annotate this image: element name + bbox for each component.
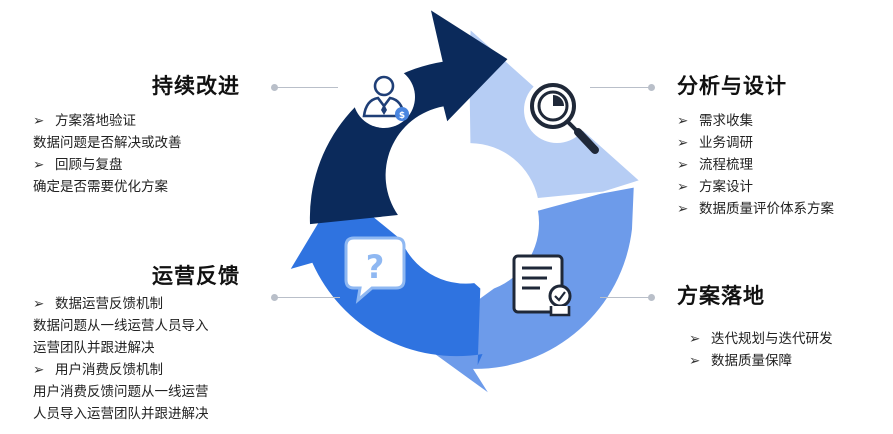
bullet-arrow-icon: ➢ bbox=[677, 179, 689, 195]
connector-dot-implementation bbox=[648, 293, 655, 301]
stage-title-analysis: 分析与设计 bbox=[677, 74, 787, 98]
bullet-item: ➢ 需求收集 bbox=[677, 110, 834, 132]
bullet-item: ➢ 迭代规划与迭代研发 bbox=[689, 328, 833, 350]
bullet-item: ➢ 回顾与复盘 bbox=[33, 154, 182, 176]
stage-list-implementation: ➢ 迭代规划与迭代研发 ➢ 数据质量保障 bbox=[689, 328, 833, 372]
bullet-arrow-icon: ➢ bbox=[689, 353, 701, 369]
stage-title-feedback: 运营反馈 bbox=[152, 264, 240, 288]
bullet-text: 业务调研 bbox=[699, 135, 753, 151]
description-text: 运营团队并跟进解决 bbox=[33, 340, 155, 356]
bullet-arrow-icon: ➢ bbox=[677, 157, 689, 173]
bullet-arrow-icon: ➢ bbox=[33, 362, 45, 378]
bullet-arrow-icon: ➢ bbox=[677, 135, 689, 151]
bullet-arrow-icon: ➢ bbox=[677, 201, 689, 217]
bullet-item: ➢ 数据质量评价体系方案 bbox=[677, 198, 834, 220]
connector-dot-improvement bbox=[271, 83, 278, 91]
bullet-arrow-icon: ➢ bbox=[677, 113, 689, 129]
connector-dot-feedback bbox=[271, 293, 278, 301]
bullet-item: ➢ 业务调研 bbox=[677, 132, 834, 154]
description-text: 数据问题是否解决或改善 bbox=[33, 135, 182, 151]
connector-line-analysis bbox=[590, 87, 652, 88]
stage-title-improvement: 持续改进 bbox=[152, 74, 240, 98]
connector-line-improvement bbox=[274, 87, 338, 88]
description-text: 数据问题从一线运营人员导入 bbox=[33, 318, 209, 334]
connector-line-implementation bbox=[600, 297, 652, 298]
description-text: 确定是否需要优化方案 bbox=[33, 179, 168, 195]
connector-line-feedback bbox=[274, 297, 340, 298]
connector-dot-analysis bbox=[648, 83, 655, 91]
description-text: 用户消费反馈问题从一线运营 bbox=[33, 384, 209, 400]
stage-title-implementation: 方案落地 bbox=[677, 284, 765, 308]
magnifier-pie-chart-icon bbox=[524, 77, 599, 154]
description-text: 人员导入运营团队并跟进解决 bbox=[33, 406, 209, 422]
bullet-text: 流程梳理 bbox=[699, 157, 753, 173]
question-bubble-icon: ? bbox=[344, 236, 406, 304]
bullet-item: ➢ 方案落地验证 bbox=[33, 110, 182, 132]
cycle-arrow-improvement bbox=[309, 10, 508, 225]
bullet-text: 数据运营反馈机制 bbox=[55, 296, 163, 312]
svg-text:$: $ bbox=[399, 111, 405, 121]
bullet-text: 数据质量评价体系方案 bbox=[699, 201, 834, 217]
bullet-text: 回顾与复盘 bbox=[55, 157, 123, 173]
bullet-text: 数据质量保障 bbox=[711, 353, 792, 369]
bullet-item: ➢ 方案设计 bbox=[677, 176, 834, 198]
bullet-text: 用户消费反馈机制 bbox=[55, 362, 163, 378]
bullet-item: ➢ 用户消费反馈机制 bbox=[33, 359, 209, 381]
bullet-arrow-icon: ➢ bbox=[33, 296, 45, 312]
stage-list-feedback: ➢ 数据运营反馈机制数据问题从一线运营人员导入运营团队并跟进解决 ➢ 用户消费反馈机制… bbox=[33, 293, 209, 425]
bullet-item: ➢ 流程梳理 bbox=[677, 154, 834, 176]
bullet-text: 需求收集 bbox=[699, 113, 753, 129]
svg-text:?: ? bbox=[366, 248, 385, 286]
stage-list-improvement: ➢ 方案落地验证数据问题是否解决或改善 ➢ 回顾与复盘确定是否需要优化方案 bbox=[33, 110, 182, 198]
bullet-item: ➢ 数据质量保障 bbox=[689, 350, 833, 372]
certificate-document-icon bbox=[512, 254, 572, 317]
bullet-text: 方案设计 bbox=[699, 179, 753, 195]
bullet-arrow-icon: ➢ bbox=[689, 331, 701, 347]
stage-list-analysis: ➢ 需求收集 ➢ 业务调研 ➢ 流程梳理 ➢ 方案设计 ➢ 数据质量评价体系方案 bbox=[677, 110, 834, 220]
bullet-arrow-icon: ➢ bbox=[33, 113, 45, 129]
bullet-arrow-icon: ➢ bbox=[33, 157, 45, 173]
businessman-coin-icon: $ bbox=[353, 66, 415, 128]
bullet-text: 方案落地验证 bbox=[55, 113, 136, 129]
bullet-text: 迭代规划与迭代研发 bbox=[711, 331, 833, 347]
bullet-item: ➢ 数据运营反馈机制 bbox=[33, 293, 209, 315]
